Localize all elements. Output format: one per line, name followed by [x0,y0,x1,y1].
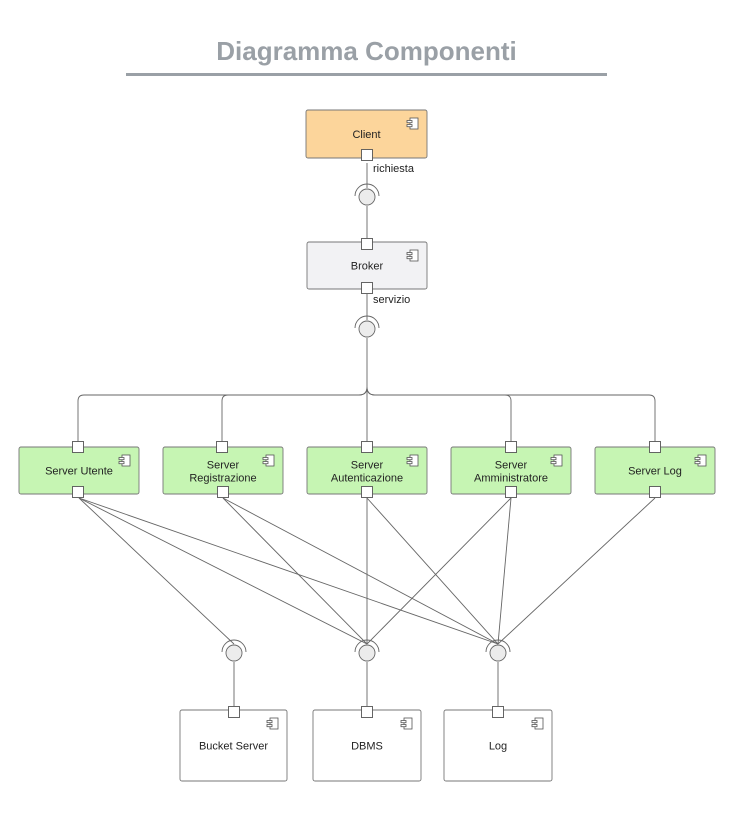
interface-richiesta-socket [354,183,380,197]
component-icon-body [403,717,413,730]
component-label: DBMS [351,741,383,753]
component-icon-tab-top [266,720,273,724]
edge-server_amministratore-log [497,497,512,645]
component-icon-tab-bottom [406,461,413,465]
component-label: Broker [351,261,384,273]
component-icon [406,454,419,467]
component-label: Client [352,129,380,141]
edge-server_utente-dbms [78,497,368,645]
port-client-bottom [361,149,373,161]
component-icon-tab-bottom [550,461,557,465]
port-bucket-server-top [228,706,240,718]
edge-server_utente-log [78,497,499,645]
component-label-line: Autenticazione [331,473,403,485]
edge-server_autenticazione-log [366,497,499,645]
component-icon [400,717,413,730]
port-server-log-top [649,441,661,453]
component-icon-tab-top [694,457,701,461]
component-icon-body [534,717,544,730]
component-icon-tab-bottom [400,724,407,728]
interface-servizio-socket [354,315,380,329]
component-label: Server Utente [45,466,113,478]
port-server-amministratore-top [505,441,517,453]
component-label-line: Server [207,460,240,472]
port-log-top [492,706,504,718]
component-label-line: Server [351,460,384,472]
component-icon-body [409,454,419,467]
interface-log-ball [489,644,507,662]
component-icon [550,454,563,467]
port-broker-top [361,238,373,250]
component-icon-tab-top [118,457,125,461]
interface-bucket-socket [221,639,247,653]
component-icon-tab-bottom [266,724,273,728]
interface-dbms-ball [358,644,376,662]
component-icon-body [409,249,419,262]
component-icon [694,454,707,467]
edge-bus-server_registrazione [221,386,368,443]
component-icon-tab-top [550,457,557,461]
component-icon-tab-bottom [406,256,413,260]
component-icon [262,454,275,467]
component-label: Log [489,741,507,753]
edge-server_amministratore-dbms [366,497,512,645]
edge-server_registrazione-dbms [222,497,368,645]
interface-label-richiesta: richiesta [373,163,415,175]
diagram-title: Diagramma Componenti [216,36,517,66]
component-icon-body [269,717,279,730]
component-label-line: Registrazione [189,473,256,485]
component-icon-tab-top [262,457,269,461]
component-icon-tab-bottom [694,461,701,465]
component-icon-tab-top [406,457,413,461]
port-server-registrazione-top [216,441,228,453]
component-label: Server Log [628,466,682,478]
port-server-utente-top [72,441,84,453]
interface-label-servizio: servizio [373,294,410,306]
component-icon [531,717,544,730]
title-underline [126,73,607,76]
component-label-line: Server [495,460,528,472]
component-icon [118,454,131,467]
component-icon-tab-top [531,720,538,724]
edge-server_log-log [497,497,656,645]
component-icon-tab-bottom [262,461,269,465]
port-server-autenticazione-bottom [361,486,373,498]
component-icon-body [121,454,131,467]
interface-servizio-ball [358,320,376,338]
component-icon-body [409,117,419,130]
port-server-utente-bottom [72,486,84,498]
port-dbms-top [361,706,373,718]
edge-bus-server_log [366,386,656,443]
component-icon-tab-top [406,120,413,124]
interface-log-socket [485,639,511,653]
component-icon-tab-bottom [531,724,538,728]
component-icon-tab-top [406,252,413,256]
interface-richiesta-ball [358,188,376,206]
component-icon-tab-top [400,720,407,724]
edge-server_registrazione-log [222,497,499,645]
interface-bucket-ball [225,644,243,662]
component-icon-body [553,454,563,467]
component-icon [406,117,419,130]
port-server-log-bottom [649,486,661,498]
port-broker-bottom [361,282,373,294]
port-server-autenticazione-top [361,441,373,453]
component-icon-body [265,454,275,467]
component-icon-tab-bottom [406,124,413,128]
edge-server_utente-bucket_server [78,497,235,645]
component-label-line: Amministratore [474,473,548,485]
interface-dbms-socket [354,639,380,653]
component-label: Bucket Server [199,741,268,753]
port-server-amministratore-bottom [505,486,517,498]
component-icon [406,249,419,262]
port-server-registrazione-bottom [217,486,229,498]
component-icon-tab-bottom [118,461,125,465]
component-icon-body [697,454,707,467]
component-icon [266,717,279,730]
